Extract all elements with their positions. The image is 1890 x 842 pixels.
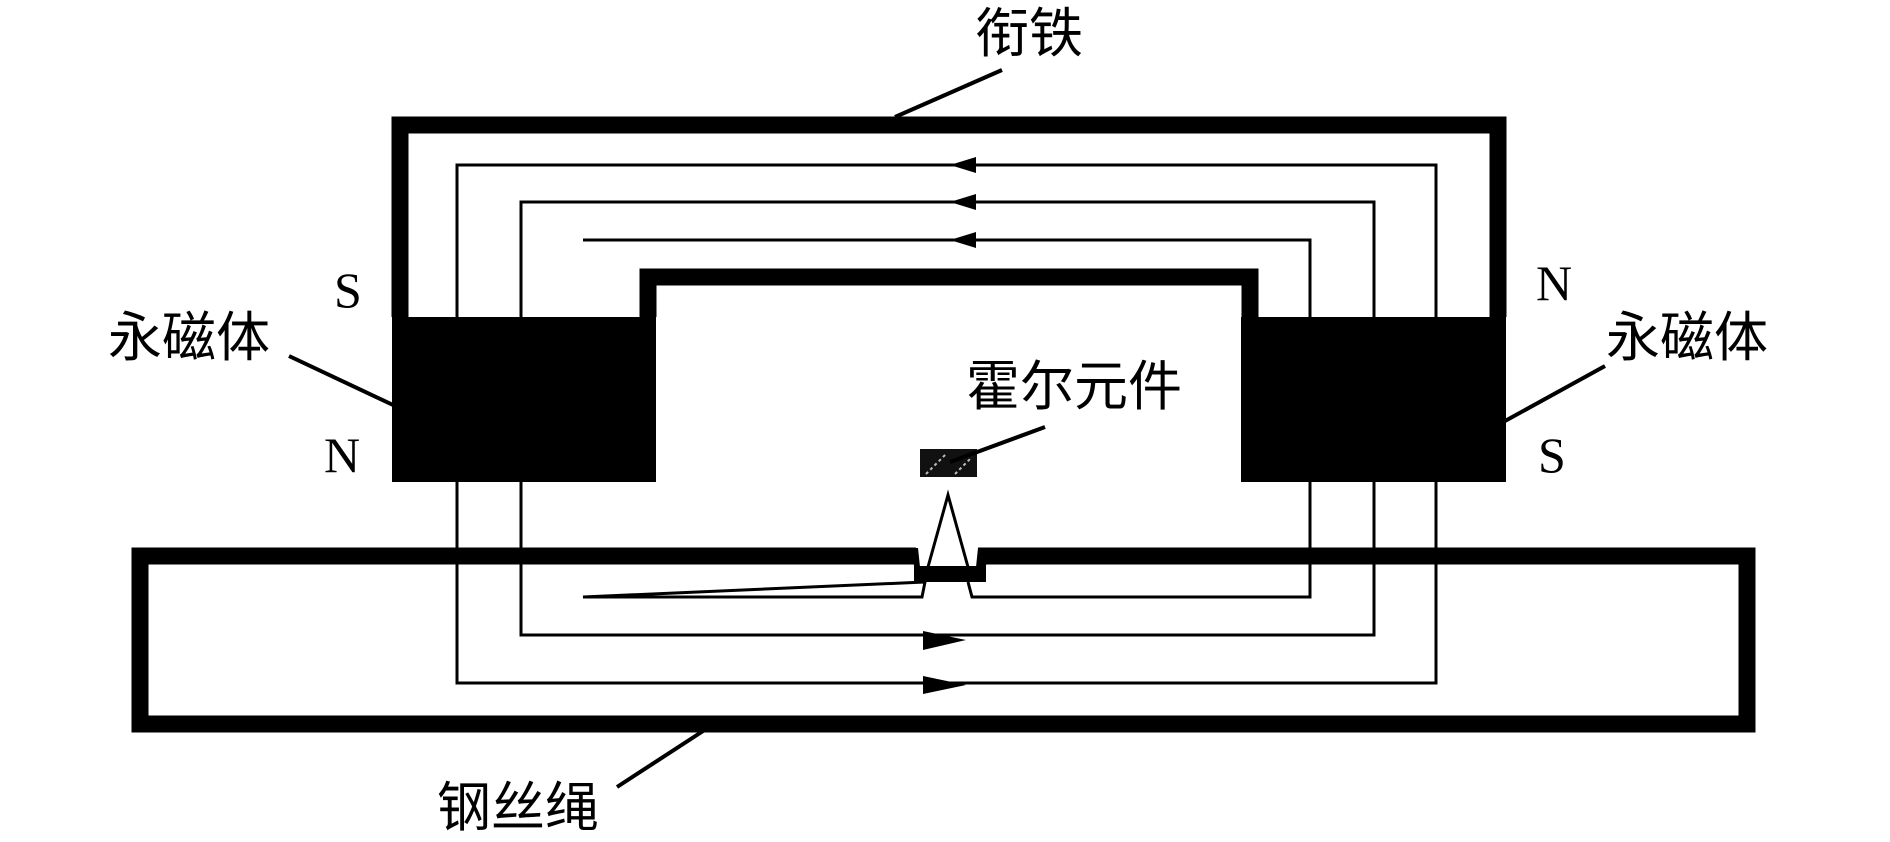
leader-steel-rope <box>615 718 722 789</box>
label-steel-rope: 钢丝绳 <box>437 776 599 839</box>
field-line-outer <box>455 163 1438 685</box>
permanent-magnet-left <box>392 317 656 482</box>
steel-rope-notch-fill <box>914 566 986 582</box>
arrow-right-icon <box>923 676 966 694</box>
steel-rope <box>131 547 1756 733</box>
hall-element-hatch <box>925 453 973 475</box>
pole-left-top: S <box>334 262 362 318</box>
label-magnet-right: 永磁体 <box>1606 306 1768 369</box>
leader-hall-element <box>949 425 1046 464</box>
leader-magnet-right <box>1484 364 1606 434</box>
pole-right-top: N <box>1536 255 1572 311</box>
field-line-inner <box>582 238 1312 599</box>
label-armature: 衔铁 <box>975 2 1083 65</box>
arrow-left-icon <box>950 232 976 248</box>
arrow-left-icon <box>950 194 976 210</box>
leader-armature <box>894 68 1003 119</box>
arrow-right-icon <box>923 631 966 650</box>
field-line-middle <box>519 200 1376 637</box>
leader-magnet-left <box>288 354 411 415</box>
armature <box>391 116 1507 317</box>
pole-left-bottom: N <box>324 427 360 483</box>
label-hall-element: 霍尔元件 <box>966 355 1182 418</box>
pole-right-bottom: S <box>1538 427 1566 483</box>
label-magnet-left: 永磁体 <box>108 306 270 369</box>
arrow-left-icon <box>950 157 976 173</box>
rope-defect-peak <box>926 489 970 568</box>
